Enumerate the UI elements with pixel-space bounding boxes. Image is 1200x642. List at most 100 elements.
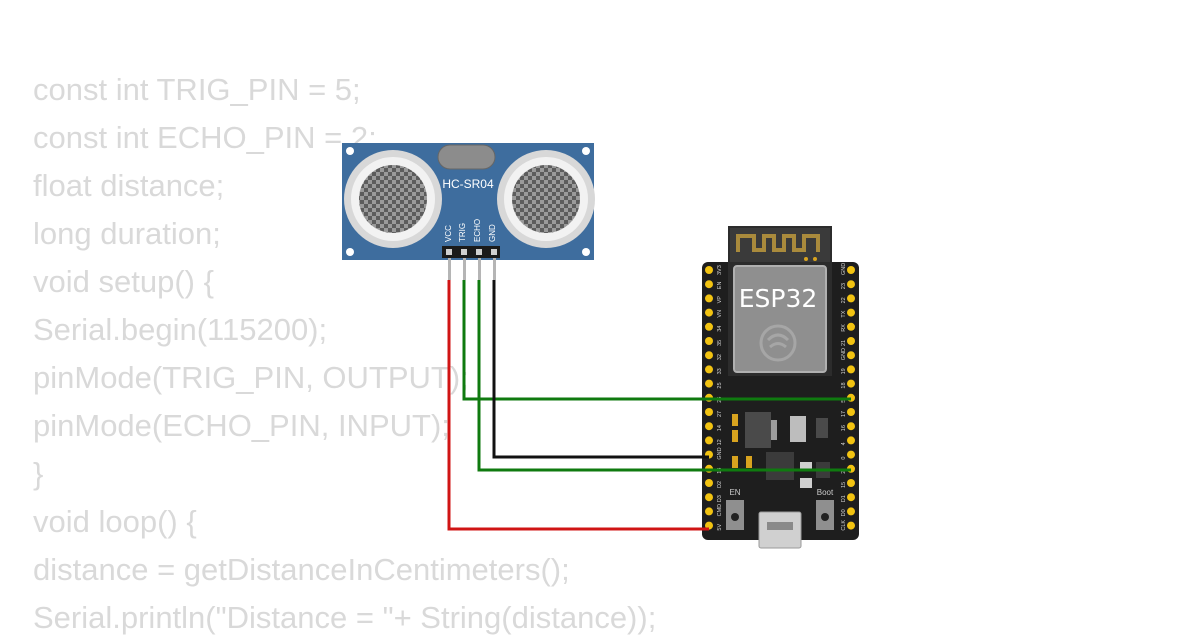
pin-label: D0 <box>841 509 847 516</box>
header-pin[interactable] <box>705 280 713 289</box>
pin-label: 27 <box>717 411 723 417</box>
mount-hole <box>582 248 590 256</box>
pin-label: 5V <box>717 524 723 531</box>
header-pin[interactable] <box>847 280 855 289</box>
header-pin[interactable] <box>705 365 713 374</box>
pin-label: 0 <box>841 457 847 460</box>
regulator <box>745 412 806 448</box>
code-line: } <box>33 456 44 491</box>
crystal-oscillator <box>437 144 496 170</box>
header-pin[interactable] <box>847 351 855 360</box>
header-pin[interactable] <box>705 379 713 388</box>
header-pin[interactable] <box>847 322 855 331</box>
header-pin[interactable] <box>705 493 713 502</box>
header-pin[interactable] <box>847 479 855 487</box>
sensor-pin-label: VCC <box>444 225 453 242</box>
code-line: float distance; <box>33 168 225 203</box>
header-pin[interactable] <box>705 436 713 445</box>
pin-label: GND <box>841 348 847 360</box>
pin-label: D1 <box>841 495 847 502</box>
header-pin[interactable] <box>847 450 855 459</box>
pin-label: 3V3 <box>717 265 723 275</box>
wire-trig <box>462 280 851 401</box>
pin-label: GND <box>717 447 723 459</box>
pin-label: 25 <box>717 382 723 388</box>
transducer-left <box>344 150 442 248</box>
code-line: pinMode(TRIG_PIN, OUTPUT); <box>33 360 469 395</box>
code-line: void loop() { <box>33 504 197 539</box>
header-pin[interactable] <box>705 308 713 317</box>
header-pin[interactable] <box>705 479 713 487</box>
antenna-area <box>730 228 830 262</box>
header-pin[interactable] <box>705 266 713 274</box>
boot-button-label: Boot <box>817 488 834 497</box>
pin-label: VN <box>717 310 723 318</box>
mount-hole <box>582 147 590 155</box>
code-line: void setup() { <box>33 264 214 299</box>
ultrasonic-sensor[interactable]: HC-SR04 VCC TRIG ECHO GND <box>342 143 595 280</box>
usb-uart-chip <box>766 452 794 480</box>
pin-label: GND <box>841 263 847 275</box>
wire-gnd <box>492 280 709 459</box>
header-pin[interactable] <box>705 507 713 516</box>
pin-label: RX <box>841 324 847 332</box>
sensor-pin-label: TRIG <box>458 223 467 242</box>
pin-label: 2 <box>841 471 847 474</box>
wire-vcc <box>447 280 709 531</box>
header-pin[interactable] <box>847 266 855 274</box>
header-pin[interactable] <box>705 408 713 416</box>
code-line: Serial.begin(115200); <box>33 312 328 347</box>
header-pin[interactable] <box>847 436 855 445</box>
pin-label: 15 <box>841 482 847 488</box>
espressif-logo <box>759 324 797 362</box>
pin-label: D2 <box>717 481 723 488</box>
pin-label: 5 <box>841 400 847 403</box>
header-pin[interactable] <box>847 308 855 317</box>
header-pin[interactable] <box>847 507 855 516</box>
header-pin[interactable] <box>847 379 855 388</box>
header-pin[interactable] <box>705 422 713 431</box>
pin-label: 14 <box>717 425 723 431</box>
header-pin[interactable] <box>847 493 855 502</box>
code-background: const int TRIG_PIN = 5; const int ECHO_PI… <box>33 66 656 642</box>
pin-label: 16 <box>841 425 847 431</box>
pin-label: 4 <box>841 442 847 445</box>
sensor-pin-label: ECHO <box>473 219 482 242</box>
pin-label: 32 <box>717 354 723 360</box>
pin-label: 21 <box>841 340 847 346</box>
pin-label: 34 <box>717 326 723 332</box>
pin-label: 22 <box>841 297 847 303</box>
mount-hole <box>346 248 354 256</box>
pin-label: 33 <box>717 368 723 374</box>
wires <box>447 280 851 531</box>
esp32-board[interactable]: ESP32 3V3ENVPVN343532332526271412GND13D2… <box>702 226 859 549</box>
transducer-right <box>497 150 595 248</box>
pin-label: TX <box>841 310 847 317</box>
code-line: const int ECHO_PIN = 2; <box>33 120 377 155</box>
pin-label: 23 <box>841 283 847 289</box>
code-line: pinMode(ECHO_PIN, INPUT); <box>33 408 450 443</box>
header-pin[interactable] <box>705 294 713 303</box>
code-line: const int TRIG_PIN = 5; <box>33 72 361 107</box>
header-pin[interactable] <box>705 322 713 331</box>
pin-label: 12 <box>717 439 723 445</box>
code-line: distance = getDistanceInCentimeters(); <box>33 552 570 587</box>
header-pin[interactable] <box>847 422 855 431</box>
rf-shield <box>733 265 827 373</box>
header-pin[interactable] <box>847 521 855 530</box>
wire-echo <box>477 280 851 472</box>
pin-label: EN <box>717 282 723 290</box>
header-pin[interactable] <box>705 337 713 345</box>
sensor-pin-header[interactable] <box>442 246 500 280</box>
header-pin[interactable] <box>847 408 855 416</box>
header-pin[interactable] <box>847 337 855 345</box>
en-button-label: EN <box>729 488 740 497</box>
header-pin[interactable] <box>847 294 855 303</box>
header-pin[interactable] <box>705 351 713 360</box>
pin-label: CMD <box>717 504 723 517</box>
header-pin[interactable] <box>847 365 855 374</box>
code-line: long duration; <box>33 216 221 251</box>
pin-label: 17 <box>841 411 847 417</box>
pin-label: D3 <box>717 495 723 502</box>
